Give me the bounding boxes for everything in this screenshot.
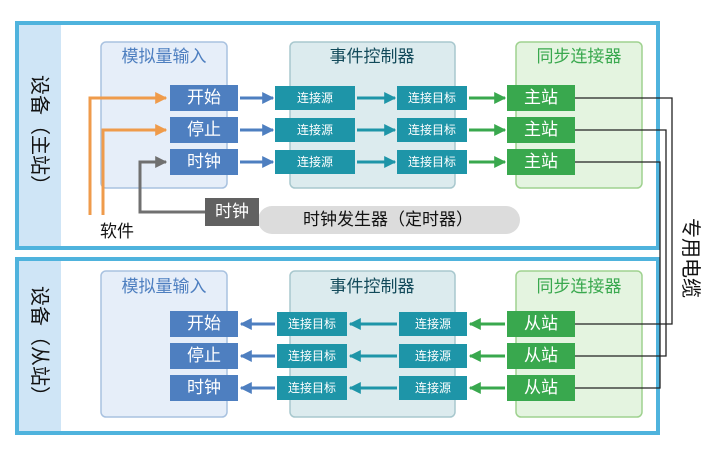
master-input-label: 停止	[187, 120, 221, 140]
master-source-box	[275, 150, 355, 174]
master-source-label: 连接源	[297, 122, 333, 137]
master-station-box	[507, 149, 575, 175]
slave-source-box	[399, 376, 467, 400]
master-input-box	[170, 117, 238, 143]
master-analog-title: 模拟量输入	[122, 47, 207, 67]
clock-generator-label: 时钟发生器（定时器）	[303, 210, 473, 230]
master-device: 设备（主站） 模拟量输入 事件控制器 同步连接器 开始 连接源 连接目标 主站 …	[15, 21, 660, 250]
master-target-label: 连接目标	[408, 122, 456, 137]
software-label: 软件	[100, 222, 134, 242]
slave-source-label: 连接源	[415, 316, 451, 331]
slave-station-box	[507, 375, 575, 401]
slave-station-box	[507, 343, 575, 369]
master-input-label: 时钟	[187, 152, 221, 172]
master-target-box	[397, 86, 467, 110]
slave-side-label: 设备（从站）	[28, 286, 52, 406]
master-station-box	[507, 85, 575, 111]
master-station-label: 主站	[524, 88, 558, 108]
slave-target-box	[277, 344, 347, 368]
master-side-label: 设备（主站）	[28, 75, 52, 195]
slave-target-label: 连接目标	[288, 348, 336, 363]
slave-analog-title: 模拟量输入	[122, 277, 207, 297]
master-station-label: 主站	[524, 152, 558, 172]
cable-label-bg	[677, 196, 705, 320]
master-side-bar	[19, 25, 61, 246]
clock-source-label: 时钟	[215, 202, 249, 222]
slave-input-label: 开始	[187, 314, 221, 334]
master-station-label: 主站	[524, 120, 558, 140]
slave-target-label: 连接目标	[288, 380, 336, 395]
master-input-box	[170, 85, 238, 111]
slave-input-label: 停止	[187, 346, 221, 366]
master-station-box	[507, 117, 575, 143]
master-target-box	[397, 118, 467, 142]
master-target-box	[397, 150, 467, 174]
slave-station-label: 从站	[524, 378, 558, 398]
slave-target-box	[277, 376, 347, 400]
cable-line-clock	[575, 161, 661, 389]
slave-station-label: 从站	[524, 346, 558, 366]
slave-input-label: 时钟	[187, 378, 221, 398]
master-source-label: 连接源	[297, 154, 333, 169]
software-to-start-arrow	[88, 92, 168, 215]
clock-source-box	[205, 198, 259, 226]
master-source-box	[275, 118, 355, 142]
slave-source-label: 连接源	[415, 348, 451, 363]
slave-station-label: 从站	[524, 314, 558, 334]
slave-input-box	[170, 343, 238, 369]
master-source-box	[275, 86, 355, 110]
master-sync-title: 同步连接器	[537, 47, 622, 67]
slave-event-title: 事件控制器	[330, 277, 415, 297]
slave-source-label: 连接源	[415, 380, 451, 395]
master-target-label: 连接目标	[408, 154, 456, 169]
master-source-label: 连接源	[297, 90, 333, 105]
dedicated-cable	[575, 97, 673, 389]
slave-side-bar	[19, 261, 61, 431]
master-event-title: 事件控制器	[330, 47, 415, 67]
master-input-box	[170, 149, 238, 175]
software-to-stop-arrow	[101, 124, 168, 215]
slave-input-box	[170, 311, 238, 337]
slave-target-box	[277, 312, 347, 336]
cable-label: 专用电缆	[679, 218, 703, 298]
slave-source-box	[399, 312, 467, 336]
clock-feed-arrow	[138, 156, 205, 214]
slave-device: 设备（从站） 模拟量输入 事件控制器 同步连接器 开始 连接目标 连接源 从站 …	[15, 257, 660, 435]
slave-input-box	[170, 375, 238, 401]
slave-station-box	[507, 311, 575, 337]
slave-source-box	[399, 344, 467, 368]
cable-line-stop	[575, 129, 667, 357]
slave-target-label: 连接目标	[288, 316, 336, 331]
slave-sync-title: 同步连接器	[537, 277, 622, 297]
master-input-label: 开始	[187, 88, 221, 108]
cable-line-start	[575, 97, 673, 325]
master-target-label: 连接目标	[408, 90, 456, 105]
clock-generator-pill	[258, 206, 520, 234]
